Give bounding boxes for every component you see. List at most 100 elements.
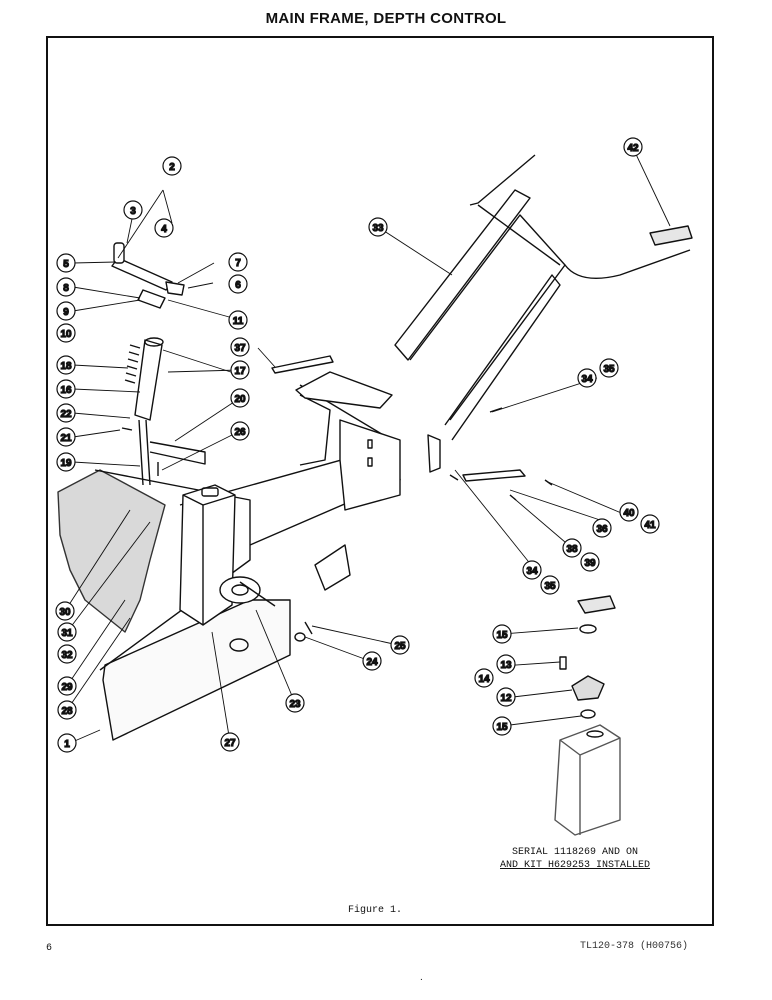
- svg-text:41: 41: [644, 520, 656, 531]
- callout-35b: 35: [540, 575, 560, 595]
- callout-16: 16: [56, 379, 76, 399]
- svg-text:2: 2: [169, 162, 175, 173]
- callout-25: 25: [390, 635, 410, 655]
- serial-note-line1: SERIAL 1118269 AND ON: [512, 847, 639, 858]
- callout-8: 8: [56, 277, 76, 297]
- figure-frame: [46, 36, 714, 926]
- callout-18: 18: [56, 355, 76, 375]
- svg-text:24: 24: [366, 657, 378, 668]
- svg-text:17: 17: [234, 366, 246, 377]
- callout-4: 4: [154, 218, 174, 238]
- svg-text:18: 18: [60, 361, 72, 372]
- svg-text:37: 37: [234, 343, 246, 354]
- callout-6: 6: [228, 274, 248, 294]
- callout-20: 20: [230, 388, 250, 408]
- svg-text:26: 26: [234, 427, 246, 438]
- svg-text:23: 23: [289, 699, 301, 710]
- dot-mark: .: [420, 972, 423, 983]
- svg-text:1: 1: [64, 739, 70, 750]
- callout-38: 38: [562, 538, 582, 558]
- svg-text:27: 27: [224, 738, 236, 749]
- callout-5: 5: [56, 253, 76, 273]
- pivot-bearing: [571, 675, 605, 701]
- callout-26: 26: [230, 421, 250, 441]
- svg-text:3: 3: [130, 206, 136, 217]
- svg-text:6: 6: [235, 280, 241, 291]
- callout-27: 27: [220, 732, 240, 752]
- svg-text:10: 10: [60, 329, 72, 340]
- callout-19: 19: [56, 452, 76, 472]
- document-code: TL120-378 (H00756): [580, 941, 689, 952]
- callout-40: 40: [619, 502, 639, 522]
- svg-text:31: 31: [61, 628, 73, 639]
- svg-text:29: 29: [61, 682, 73, 693]
- handle-assembly: [394, 189, 531, 361]
- svg-text:34: 34: [581, 374, 593, 385]
- svg-text:30: 30: [59, 607, 71, 618]
- page-title: MAIN FRAME, DEPTH CONTROL: [265, 10, 507, 27]
- svg-text:9: 9: [63, 307, 69, 318]
- svg-text:32: 32: [61, 650, 73, 661]
- callout-12: 12: [496, 687, 516, 707]
- svg-text:40: 40: [623, 508, 635, 519]
- figure-caption: Figure 1.: [348, 905, 403, 916]
- callout-33: 33: [368, 217, 388, 237]
- svg-text:33: 33: [372, 223, 384, 234]
- callout-42: 42: [623, 137, 643, 157]
- callout-9: 9: [56, 301, 76, 321]
- callout-13: 13: [496, 654, 516, 674]
- svg-text:19: 19: [60, 458, 72, 469]
- svg-text:13: 13: [500, 660, 512, 671]
- callout-3: 3: [123, 200, 143, 220]
- svg-text:15: 15: [496, 630, 508, 641]
- svg-text:12: 12: [500, 693, 512, 704]
- callout-34b: 34: [522, 560, 542, 580]
- callout-22: 22: [56, 403, 76, 423]
- callout-15a: 15: [492, 624, 512, 644]
- serial-note-line2: AND KIT H629253 INSTALLED: [500, 860, 651, 871]
- svg-text:15: 15: [496, 722, 508, 733]
- callout-23: 23: [285, 693, 305, 713]
- svg-text:34: 34: [526, 566, 538, 577]
- svg-text:28: 28: [61, 706, 73, 717]
- callout-1: 1: [57, 733, 77, 753]
- spring: [124, 344, 141, 384]
- depth-cylinder: [134, 339, 163, 421]
- callout-7: 7: [228, 252, 248, 272]
- ground-texture: [57, 469, 166, 633]
- svg-text:38: 38: [566, 544, 578, 555]
- wing-nut: [577, 595, 616, 614]
- svg-text:36: 36: [596, 524, 608, 535]
- callout-2: 2: [162, 156, 182, 176]
- callout-29: 29: [57, 676, 77, 696]
- svg-text:11: 11: [233, 316, 244, 327]
- svg-text:14: 14: [478, 674, 490, 685]
- svg-text:4: 4: [161, 224, 167, 235]
- callout-32: 32: [57, 644, 77, 664]
- svg-text:7: 7: [235, 258, 241, 269]
- svg-text:39: 39: [584, 558, 596, 569]
- svg-text:5: 5: [63, 259, 69, 270]
- callout-36: 36: [592, 518, 612, 538]
- callout-41: 41: [640, 514, 660, 534]
- svg-text:22: 22: [60, 409, 72, 420]
- handle-grip: [649, 225, 693, 246]
- svg-text:20: 20: [234, 394, 246, 405]
- callout-30: 30: [55, 601, 75, 621]
- callout-11: 11: [228, 310, 248, 330]
- callout-28: 28: [57, 700, 77, 720]
- serial-note: SERIAL 1118269 AND ON AND KIT H629253 IN…: [500, 846, 650, 872]
- callout-14: 14: [474, 668, 494, 688]
- main-frame-body: [102, 599, 291, 741]
- callout-37: 37: [230, 337, 250, 357]
- callout-34a: 34: [577, 368, 597, 388]
- page-number: 6: [46, 943, 53, 954]
- svg-text:16: 16: [60, 385, 72, 396]
- frame-post: [179, 484, 236, 626]
- callout-31: 31: [57, 622, 77, 642]
- callout-24: 24: [362, 651, 382, 671]
- svg-text:35: 35: [603, 364, 615, 375]
- callout-39: 39: [580, 552, 600, 572]
- svg-text:35: 35: [544, 581, 556, 592]
